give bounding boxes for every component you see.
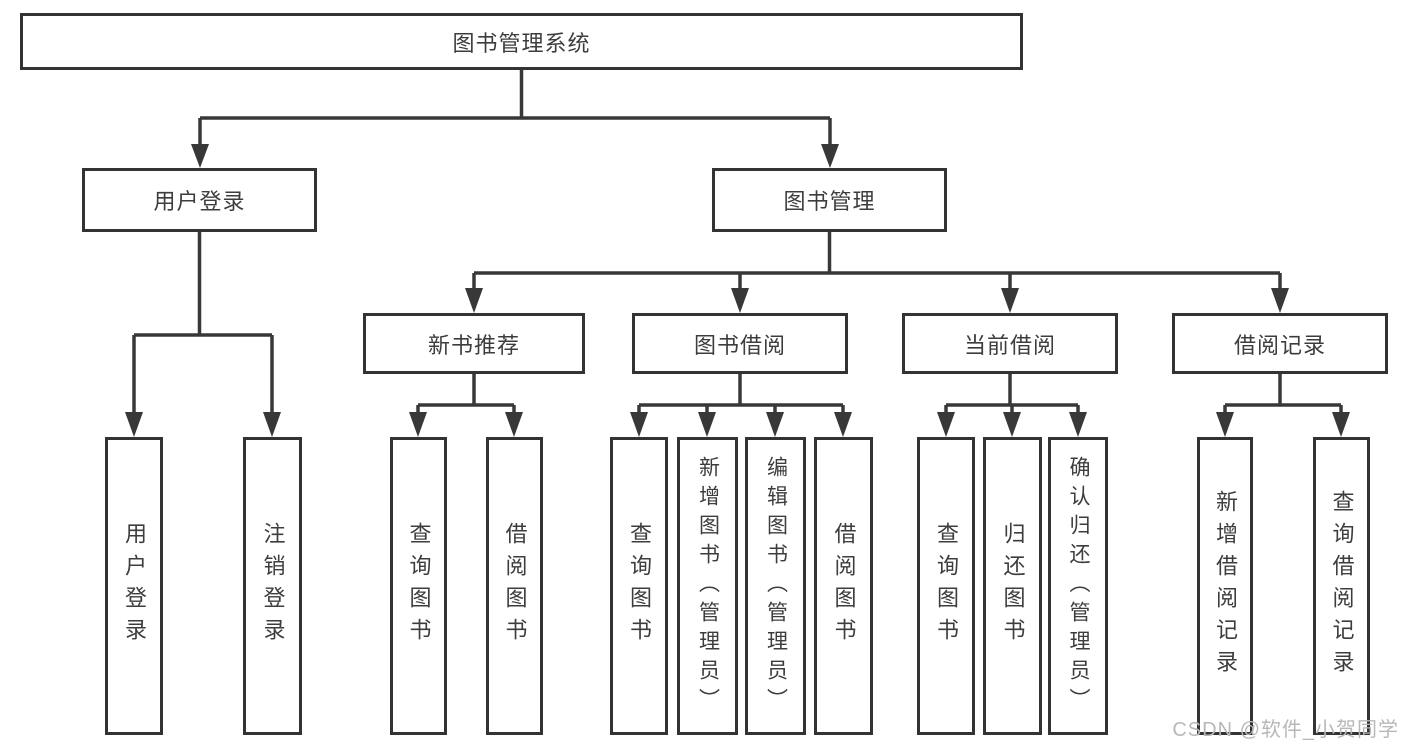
leaf-query-books-recommend: 查询图书 xyxy=(390,437,447,735)
node-user-login-label: 用户登录 xyxy=(153,189,246,214)
leaf-user-login: 用户登录 xyxy=(105,437,163,735)
node-new-book-recommend: 新书推荐 xyxy=(363,313,585,374)
connector-borrowing-records-children xyxy=(1223,374,1343,414)
leaf-query-books-recommend-label: 查询图书 xyxy=(406,522,432,650)
node-book-management-label: 图书管理 xyxy=(783,189,876,214)
csdn-watermark: CSDN @软件_小贺同学 xyxy=(1172,719,1399,741)
leaf-logout-label: 注销登录 xyxy=(260,522,286,650)
node-borrowing-records: 借阅记录 xyxy=(1172,313,1388,374)
node-book-management: 图书管理 xyxy=(712,168,947,232)
leaf-query-books-borrowing-label: 查询图书 xyxy=(627,522,652,650)
leaf-add-books-admin: 新增图书（管理员） xyxy=(677,437,738,735)
leaf-edit-books-admin: 编辑图书（管理员） xyxy=(745,437,806,735)
node-library-system: 图书管理系统 xyxy=(20,13,1023,70)
leaf-borrow-books-recommend: 借阅图书 xyxy=(486,437,543,735)
leaf-add-borrow-record: 新增借阅记录 xyxy=(1197,437,1253,735)
connector-root-to-level2 xyxy=(198,68,832,146)
leaf-confirm-return-admin: 确认归还（管理员） xyxy=(1048,437,1108,735)
leaf-query-borrow-record-label: 查询借阅记录 xyxy=(1329,490,1355,682)
leaf-borrow-books: 借阅图书 xyxy=(814,437,873,735)
leaf-edit-books-admin-label: 编辑图书（管理员） xyxy=(764,455,788,717)
node-book-borrowing: 图书借阅 xyxy=(632,313,848,374)
leaf-query-books-borrowing: 查询图书 xyxy=(610,437,668,735)
leaf-return-books: 归还图书 xyxy=(983,437,1042,735)
node-borrowing-records-label: 借阅记录 xyxy=(1233,332,1326,358)
leaf-borrow-books-recommend-label: 借阅图书 xyxy=(502,522,528,650)
connector-book-management-children xyxy=(472,232,1282,290)
connector-user-login-children xyxy=(132,232,274,414)
leaf-query-books-current-label: 查询图书 xyxy=(934,522,959,650)
node-library-system-label: 图书管理系统 xyxy=(452,30,591,56)
node-book-borrowing-label: 图书借阅 xyxy=(693,332,786,358)
leaf-return-books-label: 归还图书 xyxy=(1000,522,1026,650)
node-user-login: 用户登录 xyxy=(82,168,317,232)
leaf-user-login-label: 用户登录 xyxy=(122,522,147,650)
leaf-query-books-current: 查询图书 xyxy=(917,437,975,735)
connector-book-borrowing-children xyxy=(637,374,845,414)
leaf-query-borrow-record: 查询借阅记录 xyxy=(1313,437,1370,735)
leaf-confirm-return-admin-label: 确认归还（管理员） xyxy=(1067,455,1090,717)
leaf-add-borrow-record-label: 新增借阅记录 xyxy=(1213,490,1238,682)
node-new-book-recommend-label: 新书推荐 xyxy=(427,332,520,358)
connector-new-book-recommend-children xyxy=(416,374,516,414)
node-current-borrowing: 当前借阅 xyxy=(902,313,1118,374)
connector-current-borrowing-children xyxy=(944,374,1080,414)
leaf-logout: 注销登录 xyxy=(243,437,302,735)
leaf-add-books-admin-label: 新增图书（管理员） xyxy=(696,455,720,717)
leaf-borrow-books-label: 借阅图书 xyxy=(831,522,857,650)
node-current-borrowing-label: 当前借阅 xyxy=(963,332,1056,358)
